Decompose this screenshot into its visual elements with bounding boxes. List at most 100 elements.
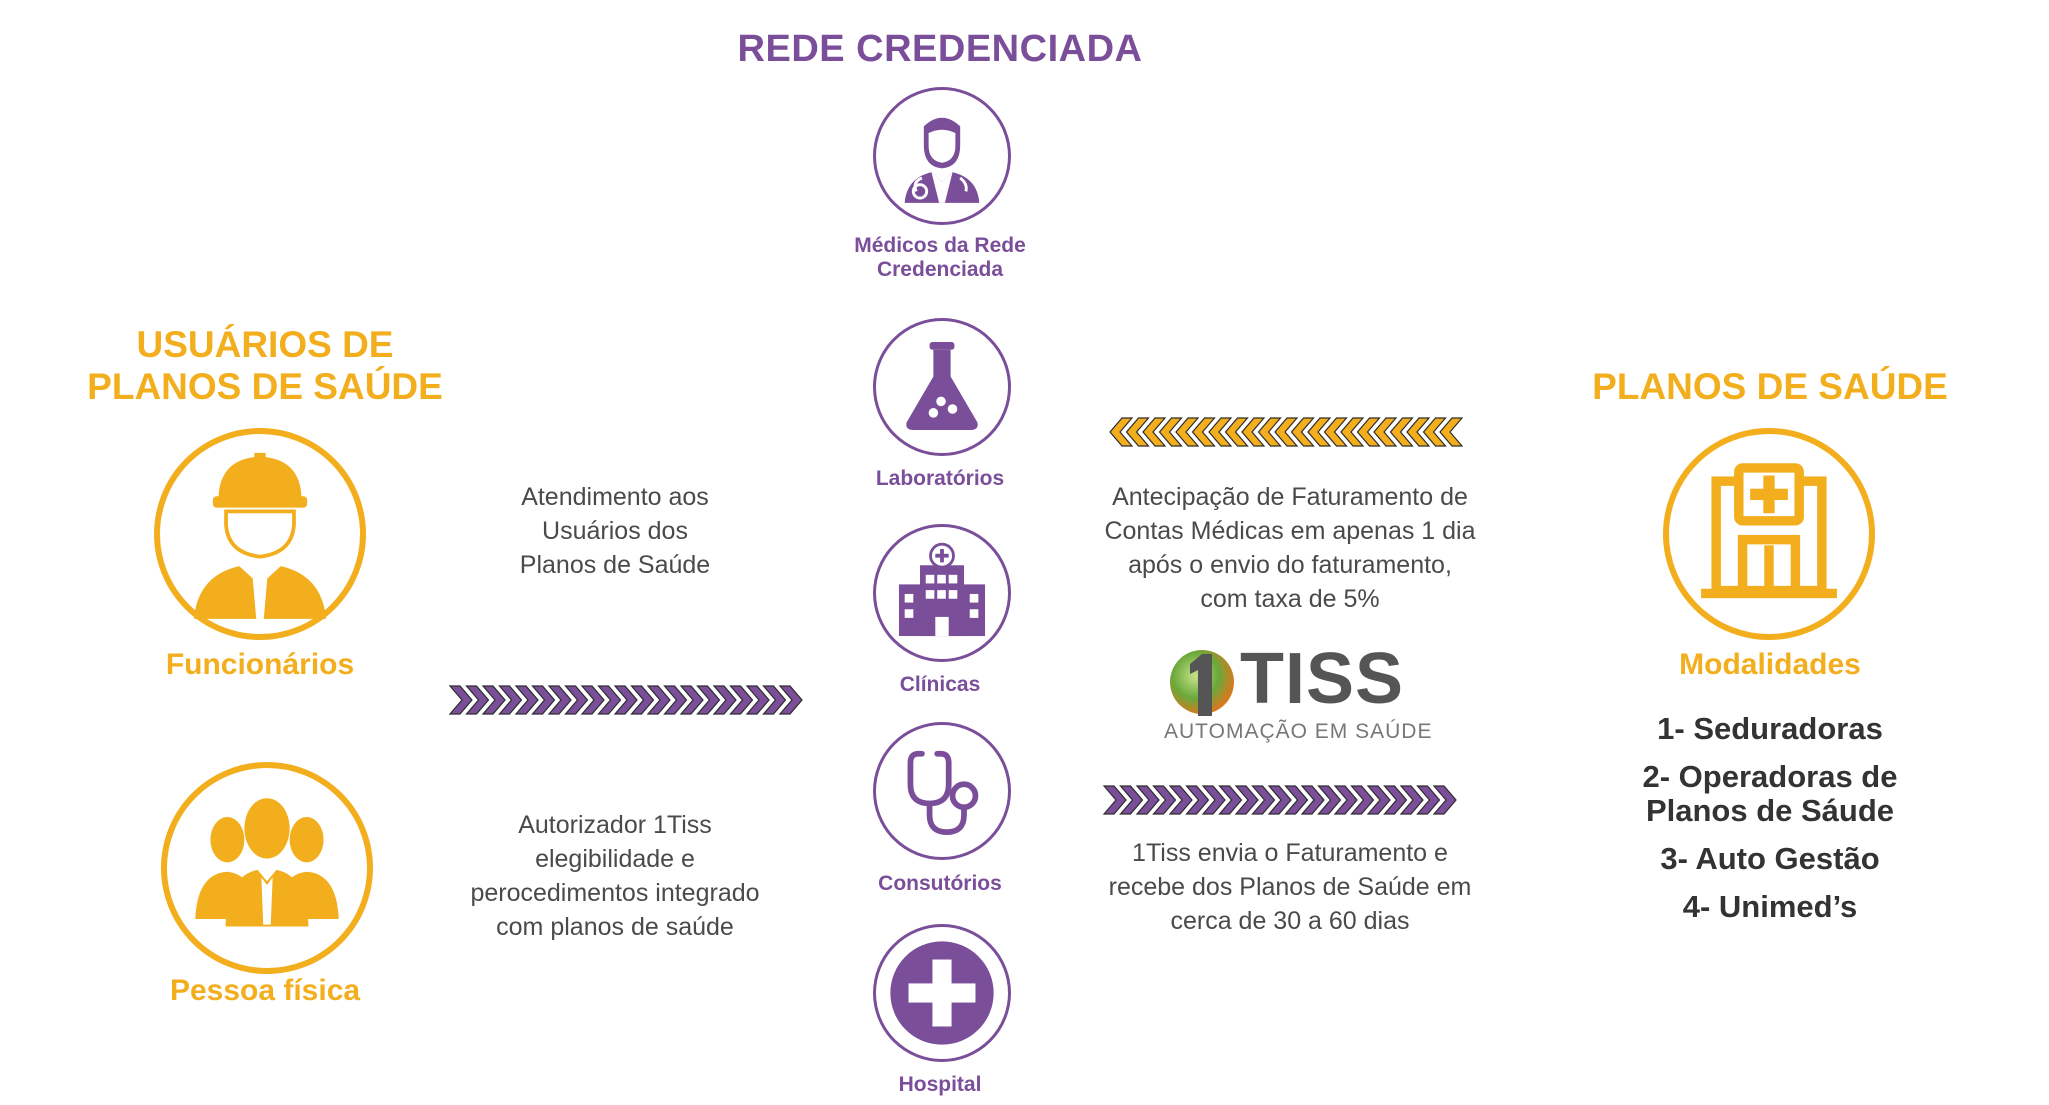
pessoa-label: Pessoa física bbox=[169, 974, 361, 1007]
stethoscope-icon bbox=[907, 750, 979, 836]
people-group-icon bbox=[195, 798, 339, 927]
chevron-icon bbox=[1373, 417, 1398, 447]
chevron-icon bbox=[745, 685, 770, 715]
chevron-icon bbox=[696, 685, 721, 715]
lab-flask-icon bbox=[906, 342, 978, 431]
chevron-icon bbox=[1439, 417, 1464, 447]
chevron-icon bbox=[1251, 785, 1276, 815]
chevron-icon bbox=[465, 685, 490, 715]
chevron-icon bbox=[1399, 785, 1424, 815]
chevron-icon bbox=[1323, 417, 1348, 447]
chevron-icon bbox=[613, 685, 638, 715]
modalidade-item: 1- Seduradoras bbox=[1657, 711, 1883, 746]
arrows-left-orange bbox=[1109, 417, 1464, 447]
chevron-icon bbox=[679, 685, 704, 715]
arrows-right-purple-right bbox=[1102, 785, 1457, 815]
chevron-icon bbox=[481, 685, 506, 715]
modalidades-list: 1- Seduradoras 2- Operadoras de Planos d… bbox=[1590, 712, 1950, 924]
rede-credenciada-title: REDE CREDENCIADA bbox=[737, 28, 1143, 70]
chevron-icon bbox=[531, 685, 556, 715]
arrows-right-purple-left bbox=[448, 685, 803, 715]
chevron-icon bbox=[1422, 417, 1447, 447]
hospital-circle bbox=[873, 924, 1011, 1062]
chevron-icon bbox=[1125, 417, 1150, 447]
1tiss-logo: TISS AUTOMAÇÃO EM SAÚDE bbox=[1160, 639, 1431, 752]
chevron-icon bbox=[778, 685, 803, 715]
hospital-cross-icon bbox=[890, 941, 994, 1045]
hospital-building-icon bbox=[1701, 463, 1837, 599]
funcionarios-label: Funcionários bbox=[165, 648, 355, 681]
chevron-icon bbox=[630, 685, 655, 715]
chevron-icon bbox=[1432, 785, 1457, 815]
chevron-icon bbox=[1224, 417, 1249, 447]
chevron-icon bbox=[1135, 785, 1160, 815]
modalidade-item: 2- Operadoras de Planos de Sáude bbox=[1642, 759, 1898, 828]
hospital-label: Hospital bbox=[898, 1073, 982, 1096]
chevron-icon bbox=[1300, 785, 1325, 815]
1tiss-logo-tagline: AUTOMAÇÃO EM SAÚDE bbox=[1164, 720, 1433, 743]
doctor-circle bbox=[873, 87, 1011, 225]
chevron-icon bbox=[1185, 785, 1210, 815]
chevron-icon bbox=[564, 685, 589, 715]
chevron-icon bbox=[1175, 417, 1200, 447]
stethoscope-label: Consutórios bbox=[878, 872, 1002, 895]
chevron-icon bbox=[1208, 417, 1233, 447]
worker-helmet-icon bbox=[193, 452, 327, 619]
chevron-icon bbox=[1152, 785, 1177, 815]
chevron-icon bbox=[1389, 417, 1414, 447]
chevron-icon bbox=[1119, 785, 1144, 815]
chevron-icon bbox=[1350, 785, 1375, 815]
chevron-icon bbox=[1109, 417, 1134, 447]
chevron-icon bbox=[547, 685, 572, 715]
chevron-icon bbox=[1284, 785, 1309, 815]
lab-circle bbox=[873, 318, 1011, 456]
chevron-icon bbox=[1234, 785, 1259, 815]
chevron-icon bbox=[1102, 785, 1127, 815]
chevron-icon bbox=[1356, 417, 1381, 447]
clinic-label: Clínicas bbox=[899, 673, 981, 696]
chevron-icon bbox=[1218, 785, 1243, 815]
chevron-icon bbox=[1340, 417, 1365, 447]
chevron-icon bbox=[448, 685, 473, 715]
chevron-icon bbox=[580, 685, 605, 715]
clinic-building-icon bbox=[898, 542, 986, 637]
chevron-icon bbox=[1317, 785, 1342, 815]
chevron-icon bbox=[1201, 785, 1226, 815]
chevron-icon bbox=[1290, 417, 1315, 447]
1tiss-logo-text: TISS bbox=[1240, 639, 1405, 719]
chevron-icon bbox=[1366, 785, 1391, 815]
chevron-icon bbox=[1383, 785, 1408, 815]
chevron-icon bbox=[1191, 417, 1216, 447]
chevron-icon bbox=[1333, 785, 1358, 815]
chevron-icon bbox=[762, 685, 787, 715]
planos-circle bbox=[1663, 428, 1875, 640]
chevron-icon bbox=[1416, 785, 1441, 815]
clinic-circle bbox=[873, 524, 1011, 662]
chevron-icon bbox=[729, 685, 754, 715]
modalidade-item: 3- Auto Gestão bbox=[1660, 841, 1880, 876]
chevron-icon bbox=[663, 685, 688, 715]
chevron-icon bbox=[1257, 417, 1282, 447]
funcionarios-circle bbox=[154, 428, 366, 640]
modalidade-item: 4- Unimed’s bbox=[1682, 889, 1858, 924]
chevron-icon bbox=[514, 685, 539, 715]
chevron-icon bbox=[1307, 417, 1332, 447]
chevron-icon bbox=[1406, 417, 1431, 447]
chevron-icon bbox=[1267, 785, 1292, 815]
chevron-icon bbox=[1168, 785, 1193, 815]
doctor-icon bbox=[904, 117, 980, 203]
pessoa-circle bbox=[161, 762, 373, 974]
lab-label: Laboratórios bbox=[875, 467, 1005, 490]
chevron-icon bbox=[712, 685, 737, 715]
stethoscope-circle bbox=[873, 722, 1011, 860]
chevron-icon bbox=[597, 685, 622, 715]
chevron-icon bbox=[1274, 417, 1299, 447]
chevron-icon bbox=[498, 685, 523, 715]
chevron-icon bbox=[1241, 417, 1266, 447]
